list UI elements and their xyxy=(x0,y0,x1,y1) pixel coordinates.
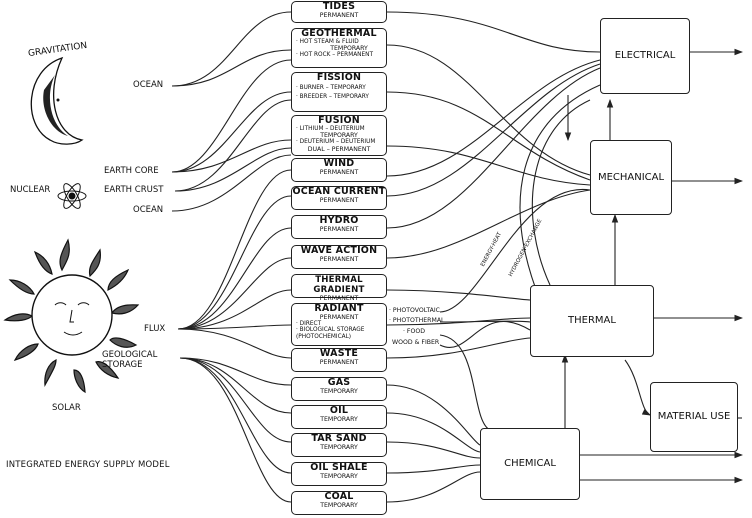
supply-detail: PERMANENT xyxy=(319,359,359,366)
solar-label: SOLAR xyxy=(52,403,81,413)
supply-detail: · HOT ROCK – PERMANENT xyxy=(296,52,374,59)
supply-detail: TEMPORARY xyxy=(320,416,358,423)
moon-icon xyxy=(30,56,84,145)
supply-detail: · LITHIUM – DEUTERIUM xyxy=(296,126,365,132)
supply-name: TIDES xyxy=(322,1,356,12)
supply-name: HYDRO xyxy=(319,215,359,226)
supply-detail: · BREEDER – TEMPORARY xyxy=(296,94,369,101)
supply-name: OIL xyxy=(329,405,349,416)
wood-fiber-label: WOOD & FIBER xyxy=(392,339,440,346)
supply-radiant: RADIANT PERMANENT · DIRECT · BIOLOGICAL … xyxy=(291,303,387,346)
supply-detail: PERMANENT xyxy=(319,197,359,204)
ocean-top-label: OCEAN xyxy=(133,80,164,90)
supply-gas: GAS TEMPORARY xyxy=(291,377,387,401)
electrical-box: ELECTRICAL xyxy=(600,18,690,94)
ocean-mid-label: OCEAN xyxy=(133,205,164,215)
supply-waste: WASTE PERMANENT xyxy=(291,348,387,372)
material-use-box: MATERIAL USE xyxy=(650,382,738,452)
supply-wave-action: WAVE ACTION PERMANENT xyxy=(291,245,387,269)
supply-geothermal: GEOTHERMAL · HOT STEAM & FLUID TEMPORARY… xyxy=(291,28,387,68)
supply-name: OIL SHALE xyxy=(310,462,368,473)
supply-detail: DUAL – PERMANENT xyxy=(307,145,371,153)
supply-tar-sand: TAR SAND TEMPORARY xyxy=(291,433,387,457)
supply-detail: TEMPORARY xyxy=(320,132,358,140)
supply-name: RADIANT xyxy=(314,303,364,314)
supply-detail: TEMPORARY xyxy=(330,45,368,53)
flux-label: FLUX xyxy=(144,324,166,334)
supply-detail: (PHOTOCHEMICAL) xyxy=(296,333,352,340)
earth-crust-label: EARTH CRUST xyxy=(104,185,164,195)
sun-icon xyxy=(3,238,140,394)
supply-detail: PERMANENT xyxy=(319,226,359,233)
supply-name: GEOTHERMAL xyxy=(301,28,377,39)
supply-detail: PERMANENT xyxy=(319,256,359,263)
supply-name: WIND xyxy=(323,158,355,169)
supply-tides: TIDES PERMANENT xyxy=(291,1,387,23)
nuclear-label: NUCLEAR xyxy=(10,185,51,195)
supply-detail: PERMANENT xyxy=(319,314,359,321)
supply-oil-shale: OIL SHALE TEMPORARY xyxy=(291,462,387,486)
supply-detail: TEMPORARY xyxy=(320,473,358,480)
supply-coal: COAL TEMPORARY xyxy=(291,491,387,515)
supply-name: GAS xyxy=(327,377,351,388)
supply-detail: TEMPORARY xyxy=(320,444,358,451)
geological-storage-label: GEOLOGICAL STORAGE xyxy=(102,350,158,370)
supply-name: COAL xyxy=(324,491,354,502)
atom-icon xyxy=(57,183,87,209)
photothermal-label: · PHOTOTHERMAL xyxy=(389,317,445,324)
supply-detail: · DIRECT xyxy=(296,321,322,327)
supply-oil: OIL TEMPORARY xyxy=(291,405,387,429)
supply-fusion: FUSION · LITHIUM – DEUTERIUM TEMPORARY ·… xyxy=(291,115,387,156)
earth-core-label: EARTH CORE xyxy=(104,166,159,176)
food-label: · FOOD xyxy=(403,328,425,335)
supply-ocean-current: OCEAN CURRENT PERMANENT xyxy=(291,186,387,210)
supply-name: OCEAN CURRENT xyxy=(292,186,386,197)
supply-hydro: HYDRO PERMANENT xyxy=(291,215,387,239)
supply-name: WAVE ACTION xyxy=(300,245,378,256)
photovoltaic-label: · PHOTOVOLTAIC xyxy=(389,307,440,314)
supply-detail: PERMANENT xyxy=(319,295,359,302)
supply-detail: PERMANENT xyxy=(319,169,359,176)
supply-detail: · HOT STEAM & FLUID xyxy=(296,39,359,45)
supply-detail: · DEUTERIUM – DEUTERIUM xyxy=(296,139,376,146)
thermal-box: THERMAL xyxy=(530,285,654,357)
chemical-box: CHEMICAL xyxy=(480,428,580,500)
supply-wind: WIND PERMANENT xyxy=(291,158,387,182)
supply-name: THERMAL GRADIENT xyxy=(313,275,365,295)
mechanical-box: MECHANICAL xyxy=(590,140,672,215)
supply-detail: · BIOLOGICAL STORAGE xyxy=(296,327,365,334)
supply-detail: TEMPORARY xyxy=(320,388,358,395)
supply-detail: · BURNER – TEMPORARY xyxy=(296,85,366,91)
supply-name: WASTE xyxy=(319,348,359,359)
supply-detail: PERMANENT xyxy=(319,12,359,19)
diagram-title: INTEGRATED ENERGY SUPPLY MODEL xyxy=(6,460,170,470)
supply-detail: TEMPORARY xyxy=(320,502,358,509)
supply-name: FISSION xyxy=(316,72,362,83)
supply-name: FUSION xyxy=(318,115,360,126)
supply-fission: FISSION · BURNER – TEMPORARY · BREEDER –… xyxy=(291,72,387,112)
supply-name: TAR SAND xyxy=(311,433,367,444)
supply-thermal-gradient: THERMAL GRADIENT PERMANENT xyxy=(291,274,387,302)
